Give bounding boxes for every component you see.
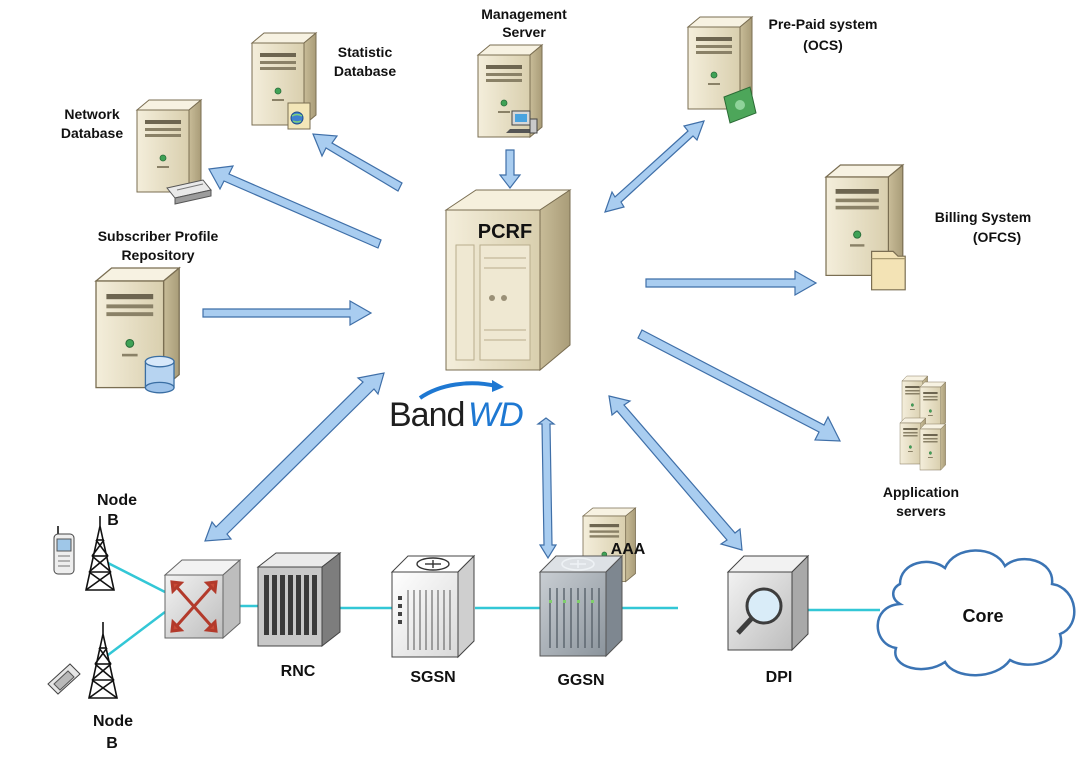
network-label-line2: Database (61, 125, 123, 141)
rnc-device: RNC (256, 551, 342, 680)
nodeb-top-label-line1: Node (97, 492, 137, 509)
bandwd-logo: Band WD (389, 380, 524, 434)
pcrf-label: PCRF (478, 221, 532, 243)
management-label-line2: Server (502, 24, 546, 40)
ofcs-label-line2: (OFCS) (973, 229, 1021, 245)
app-servers-label-line2: servers (896, 503, 946, 519)
dpi-label: DPI (766, 669, 793, 686)
arrow-management-to-pcrf (498, 149, 522, 189)
banknote-icon (723, 86, 757, 124)
computer-icon (506, 110, 538, 134)
ofcs-label-line1: Billing System (935, 209, 1031, 225)
core-label: Core (962, 606, 1003, 626)
ocs-label-line2: (OCS) (803, 37, 843, 53)
router-icon (416, 557, 450, 571)
ocs-server (687, 16, 757, 124)
management-label-line1: Management (481, 6, 567, 22)
sgsn-label: SGSN (410, 669, 455, 686)
statistic-label-line2: Database (334, 63, 396, 79)
ggsn-label: GGSN (557, 672, 604, 689)
magnifier-icon (736, 587, 783, 635)
cell-tower-icon (85, 516, 115, 591)
statistic-database-server (251, 32, 317, 130)
database-cylinder-icon (144, 355, 175, 394)
logo-swoosh (418, 381, 497, 400)
policy-arrows (202, 120, 841, 560)
arrow-pcrf-to-network-db (208, 165, 382, 249)
rnc-label: RNC (281, 663, 316, 680)
statistic-label-line1: Statistic (338, 44, 393, 60)
arrow-ggsn-pcrf (536, 417, 558, 560)
sgsn-device: SGSN (390, 554, 476, 686)
logo-text-wd: WD (468, 396, 523, 434)
arrow-subscriber-to-pcrf (202, 299, 373, 327)
link-nodeb-top-router (107, 561, 166, 594)
ocs-label-line1: Pre-Paid system (769, 16, 878, 32)
arrow-pcrf-to-app-servers (637, 329, 841, 442)
ofcs-server (825, 164, 906, 291)
link-nodeb-bottom-router (107, 611, 166, 656)
subscriber-label-line2: Repository (121, 247, 194, 263)
app-servers-label-line1: Application (883, 484, 959, 500)
mobile-phone-icon (47, 663, 81, 695)
management-server (477, 44, 543, 138)
arrow-pcrf-to-billing (645, 269, 818, 297)
dpi-device: DPI (726, 554, 810, 686)
subscriber-label-line1: Subscriber Profile (98, 228, 219, 244)
folder-icon (871, 250, 906, 291)
cloud-icon (876, 549, 1076, 677)
router-icon (561, 557, 595, 571)
nodeb-bottom-label-line2: B (106, 735, 118, 752)
cell-tower-icon (88, 622, 118, 699)
pcrf-server: PCRF (444, 189, 572, 372)
network-links (107, 561, 880, 656)
network-label-line1: Network (64, 106, 119, 122)
logo-text-band: Band (389, 396, 464, 434)
ggsn-device: GGSN (538, 554, 624, 689)
arrow-dpi-pcrf (608, 395, 743, 551)
mobile-phone-icon (53, 526, 75, 575)
arrow-pcrf-ocs (604, 120, 705, 213)
globe-icon (287, 102, 311, 130)
nodeb-top: Node B (53, 492, 137, 591)
network-device-icon (166, 179, 212, 205)
subscriber-repository-server (95, 267, 180, 394)
nodeb-bottom-label-line1: Node (93, 713, 133, 730)
aaa-label: AAA (611, 541, 646, 558)
network-database-server (136, 99, 212, 205)
nodeb-bottom: Node B (47, 622, 133, 752)
arrow-pcrf-to-statistic-db (312, 133, 403, 192)
nodeb-top-label-line2: B (107, 512, 119, 529)
router-icon (163, 558, 242, 640)
arrow-router-pcrf (204, 372, 385, 542)
application-servers (899, 375, 946, 471)
core-cloud: Core (876, 549, 1076, 677)
